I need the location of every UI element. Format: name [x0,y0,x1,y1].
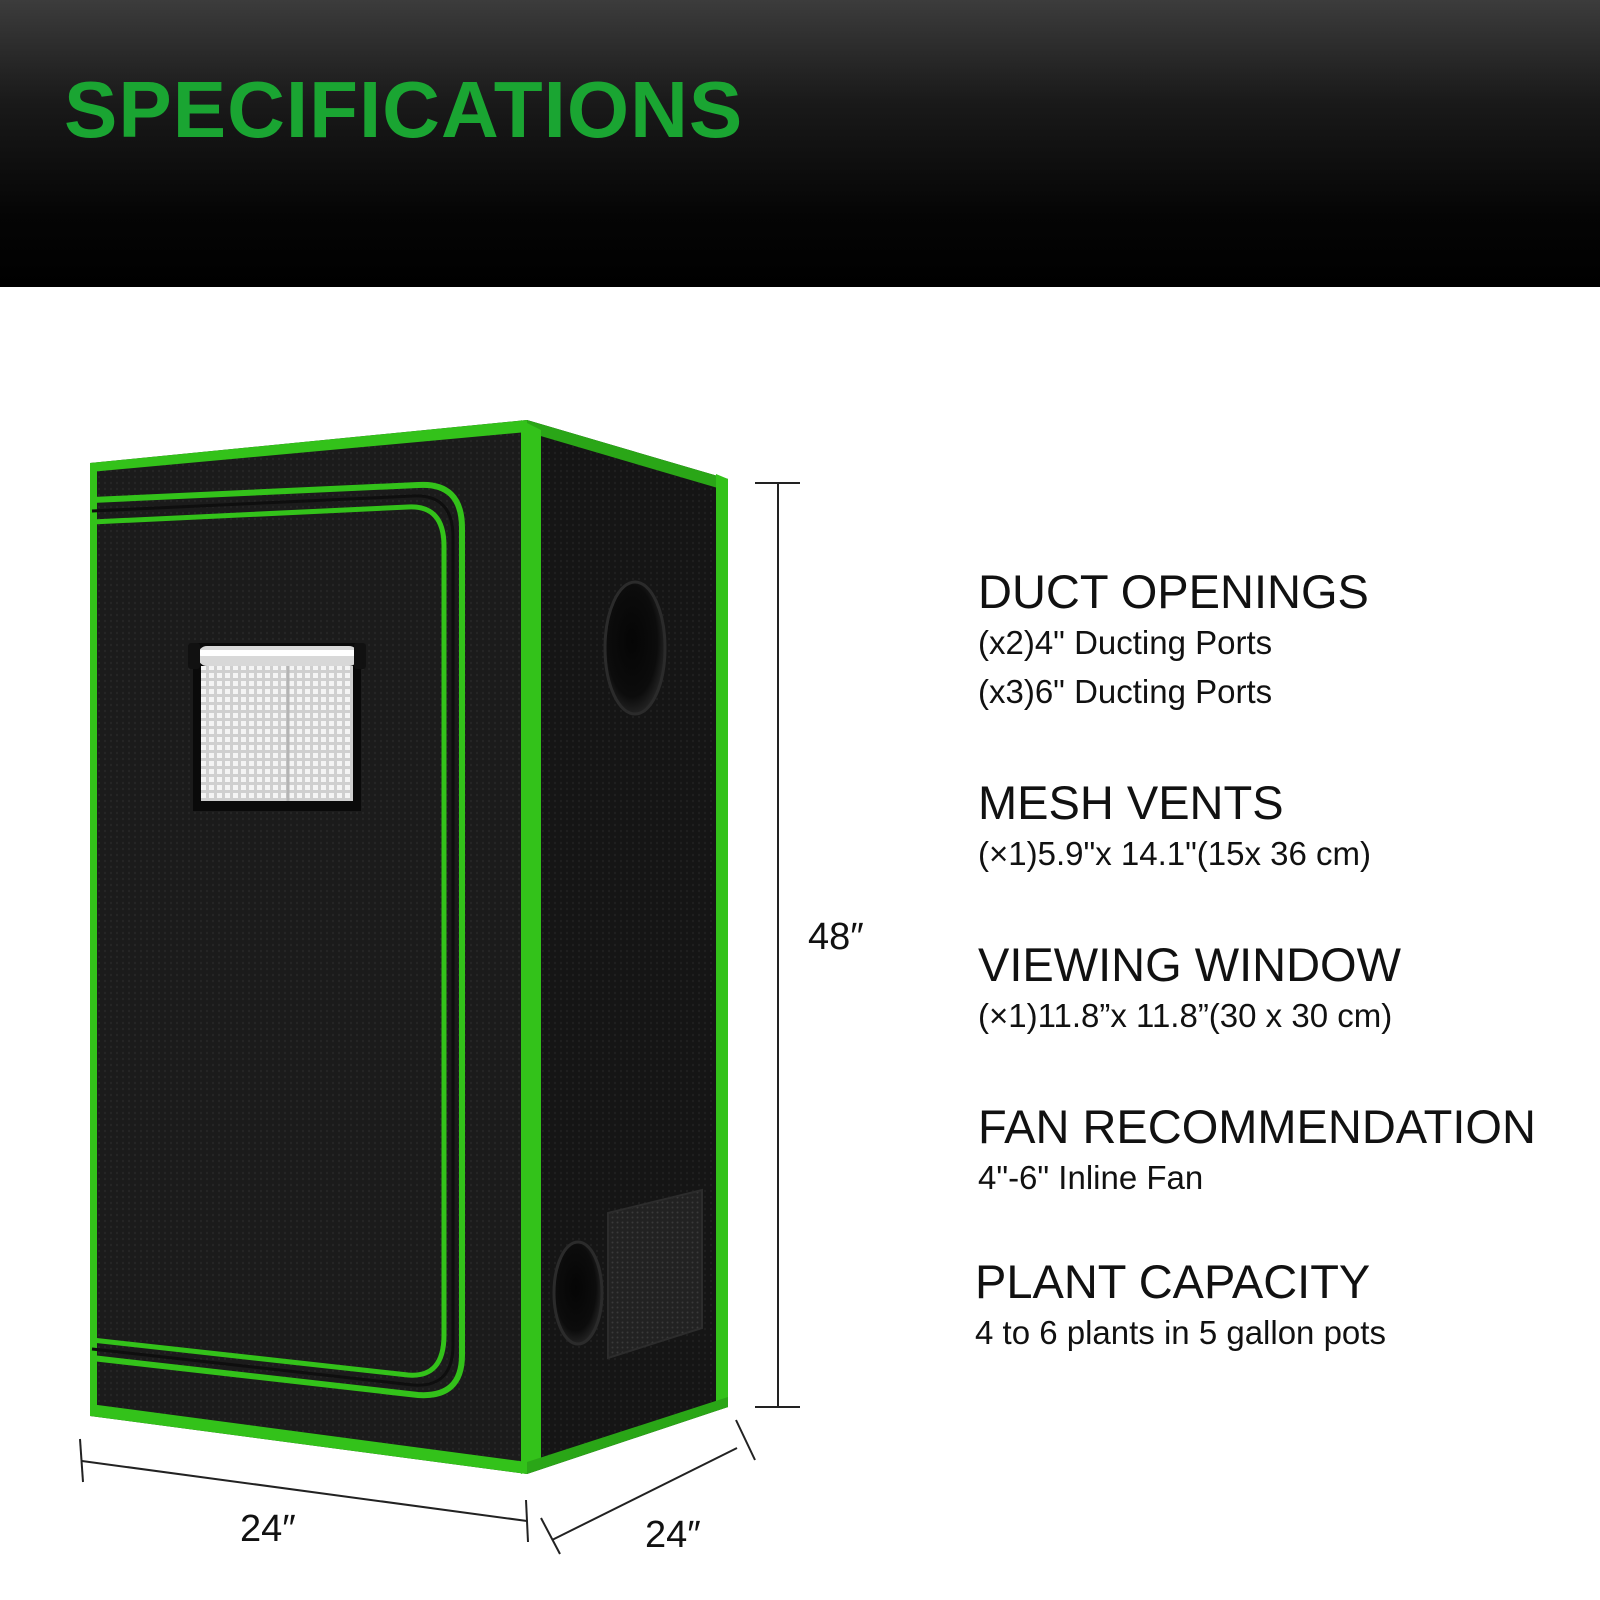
spec-title: FAN RECOMMENDATION [978,1100,1536,1153]
spec-mesh-vents: MESH VENTS (×1)5.9"x 14.1"(15x 36 cm) [978,777,1578,878]
duct-opening [552,1240,604,1346]
spec-line: (x3)6" Ducting Ports [978,673,1273,711]
tent-top-trim [90,420,527,472]
duct-opening [603,580,667,716]
spec-plant-capacity: PLANT CAPACITY 4 to 6 plants in 5 gallon… [975,1256,1575,1357]
spec-title: VIEWING WINDOW [978,938,1401,991]
depth-dimension-line [551,1447,738,1541]
tent-corner-trim [521,420,541,1474]
mesh-vent [607,1188,703,1360]
width-dimension-line [81,1460,528,1522]
spec-duct-openings: DUCT OPENINGS (x2)4" Ducting Ports (x3)6… [978,566,1578,717]
width-label: 24″ [240,1508,296,1550]
depth-label: 24″ [645,1514,701,1556]
spec-viewing-window: VIEWING WINDOW (×1)11.8”x 11.8”(30 x 30 … [978,939,1578,1040]
spec-fan-recommendation: FAN RECOMMENDATION 4"-6" Inline Fan [978,1101,1578,1202]
spec-line: 4 to 6 plants in 5 gallon pots [975,1313,1386,1351]
tent-bottom-trim [90,1404,527,1474]
spec-line: (×1)11.8”x 11.8”(30 x 30 cm) [978,996,1393,1034]
spec-line: 4"-6" Inline Fan [978,1158,1204,1196]
page-title: SPECIFICATIONS [64,65,744,154]
spec-line: (×1)5.9"x 14.1"(15x 36 cm) [978,834,1372,872]
spec-title: DUCT OPENINGS [978,565,1369,618]
spec-title: PLANT CAPACITY [975,1255,1371,1308]
spec-line: (x2)4" Ducting Ports [978,623,1273,661]
height-label: 48″ [808,916,864,958]
door-zipper [91,481,465,1399]
header-banner: SPECIFICATIONS [0,0,1600,287]
spec-title: MESH VENTS [978,776,1284,829]
